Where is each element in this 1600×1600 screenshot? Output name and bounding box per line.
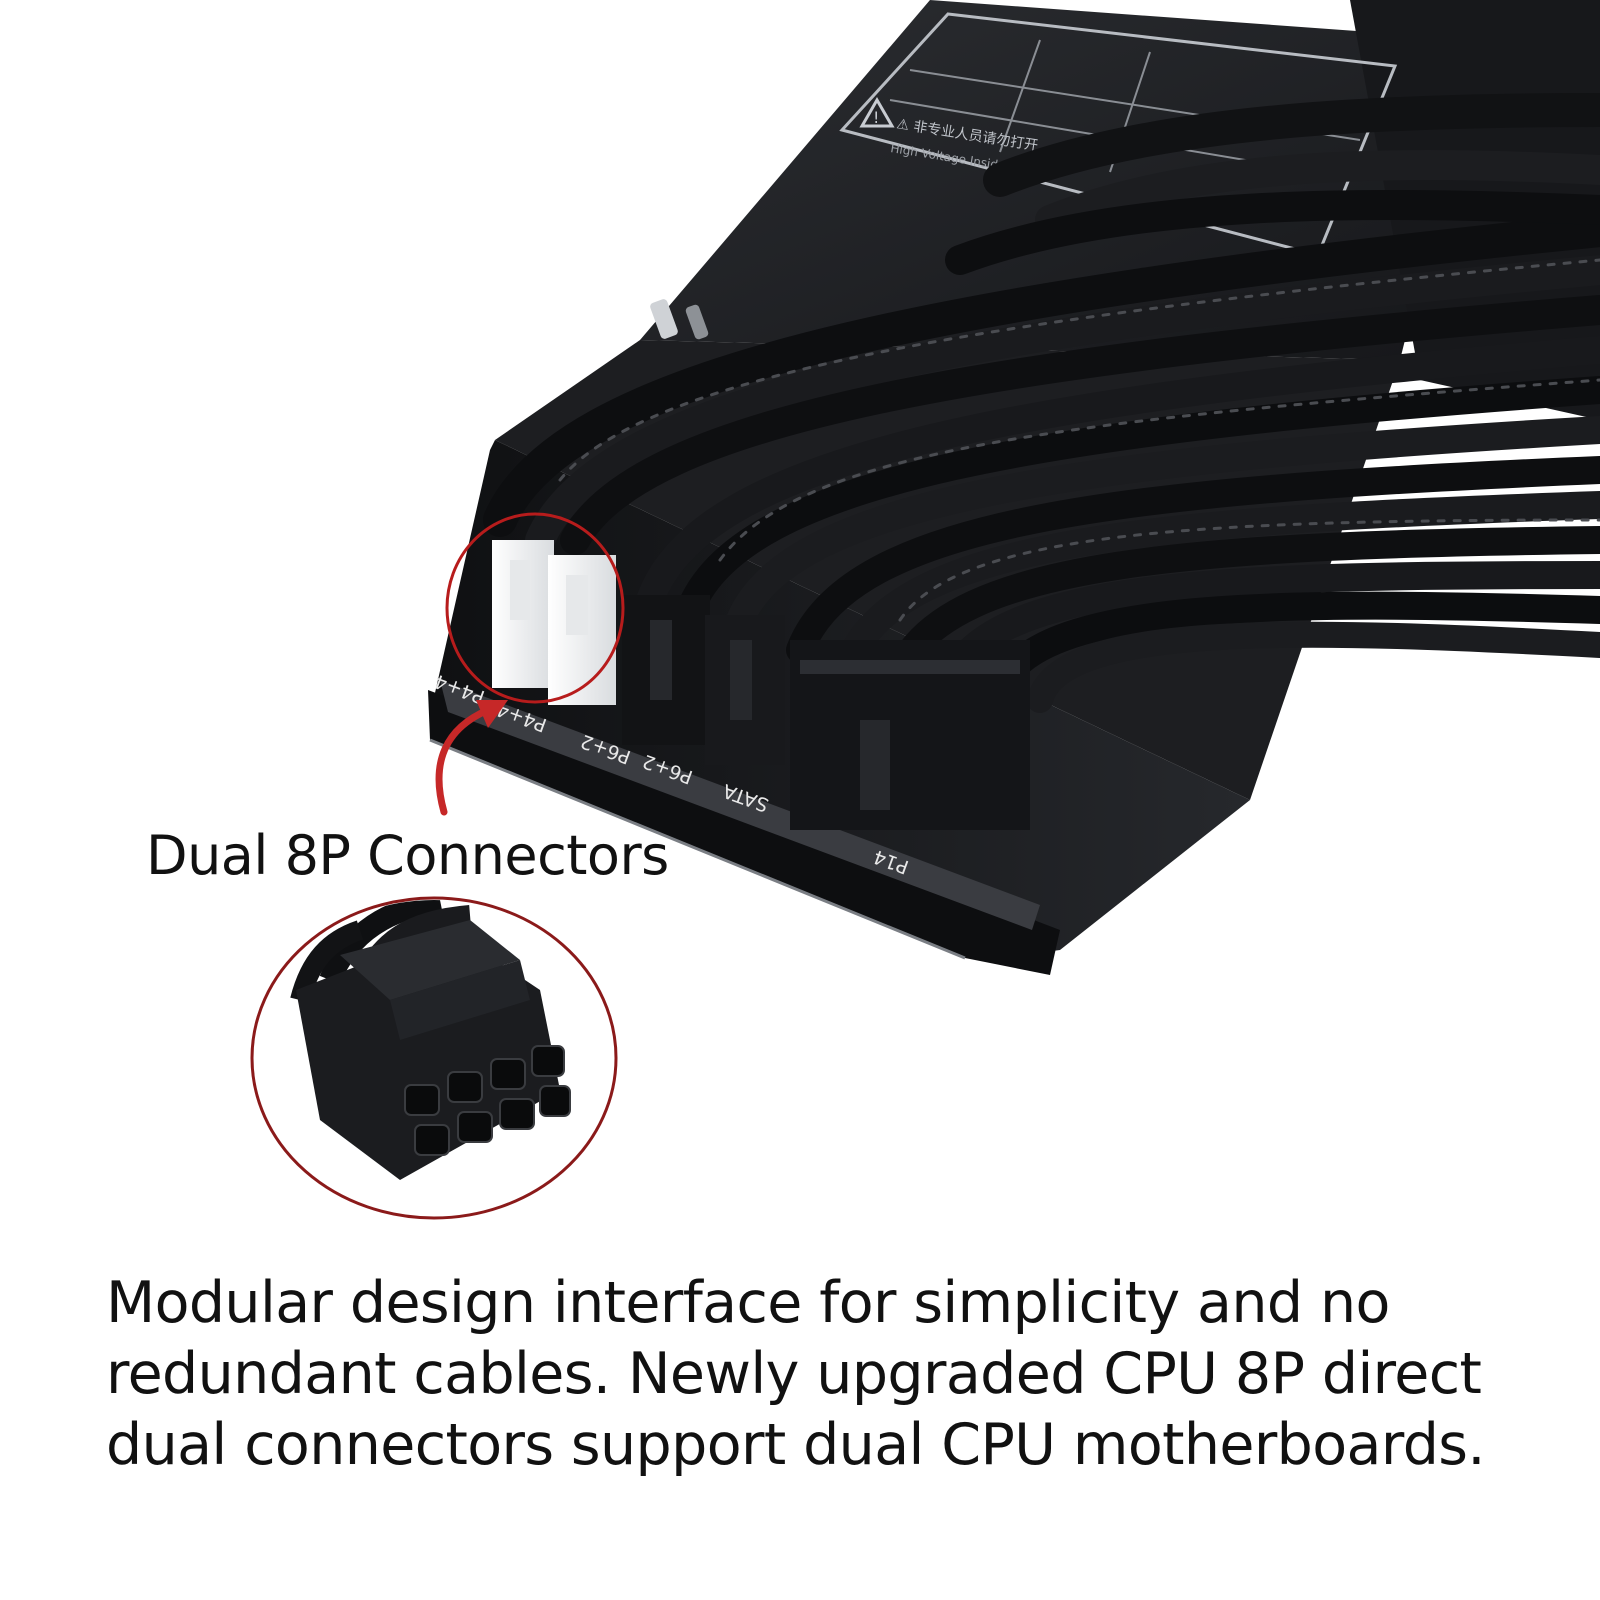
connector-zoom-inset: [250, 896, 618, 1220]
svg-text:!: !: [873, 108, 879, 127]
arrow-icon: [435, 700, 508, 816]
connector-row: P4+4 P4+4 P6+2 P6+2 SATA P14: [432, 540, 1030, 878]
pin-grid: [404, 1045, 571, 1156]
white-connector: [492, 540, 616, 705]
product-description: Modular design interface for simplicity …: [106, 1270, 1486, 1478]
highlight-circle: [445, 512, 625, 704]
black-connector-p62: [622, 595, 785, 765]
warning-icon: !: [859, 96, 895, 128]
callout-label: Dual 8P Connectors: [146, 824, 669, 887]
black-connector-p14: [790, 640, 1030, 830]
cable-bundle: [483, 93, 1600, 713]
